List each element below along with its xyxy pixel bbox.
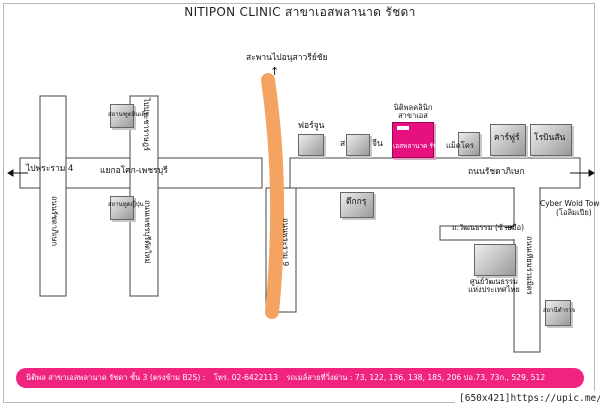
label-clinic-sub: เอสพลานาด รัชดา [393,142,446,150]
label-right-bottom: สถานีตำรวจ [543,307,576,314]
label-pradit-road: ถนนเทียมร่วมมิตร [525,236,534,295]
soi-branch [439,225,515,241]
label-soi-watthanatham: ถ.วัฒนธรรม (ซ้ายมือ) [452,223,524,232]
footer-address: นิติพล สาขาเอสพลานาด รัชดา ชั้น 3 (ตรงข้… [26,373,206,382]
building-chinese-embassy [346,134,370,156]
footer-bar [16,368,584,388]
watermark-url[interactable]: [650x421]https://upic.me/ [455,391,600,406]
building-makro [458,132,480,156]
label-cultural-center: ศูนย์วัฒนธรรมแห่งประเทศไทย [468,277,520,295]
building-right-bottom [545,300,571,326]
building-fortune [298,134,324,156]
label-cyber-world-sub: (โอลิมเปีย) [556,208,592,217]
building-tiktok [340,192,374,218]
label-tiktok: ตึกกรุ [346,197,367,207]
building-cultural-center [474,244,516,276]
page-title: NITIPON CLINIC สาขาเอสพลานาด รัชดา [184,5,416,19]
building-carrefour [490,124,526,156]
clinic-sign-icon [397,126,409,130]
footer-bus: รถเมล์สายที่วิ่งผ่าน : 73, 122, 136, 138… [286,373,546,382]
footer-phone[interactable]: โทร. 02-6422113 [213,373,278,382]
main-road-right [289,157,581,189]
label-left-building-1: สถานฑูตอินเดีย [108,111,149,118]
label-cyber-world: Cyber Wold Tower [540,199,600,208]
clinic-building[interactable] [392,122,434,158]
footer-text: นิติพล สาขาเอสพลานาด รัชดา ชั้น 3 (ตรงข้… [26,372,586,384]
label-robinson: โรบินสัน [534,133,566,143]
building-left-1 [110,104,134,128]
left-vertical-road-1 [39,95,67,297]
label-makro: แม็คโคร [446,141,474,150]
label-carrefour: คาร์ฟูร์ [494,133,520,143]
label-phetchaburi-new: ถนนเพชรบุรีตัดใหม่ [143,200,152,264]
label-left-road-1: ถนนรัชดาภิเษก [50,196,59,246]
left-vertical-road-2 [129,95,159,297]
label-rama9-road: ถนนพระราม 9 [281,218,290,267]
label-bridge-to-victory: สะพานไปอนุสาวรีย์ชัย [246,53,328,63]
label-to-pracharat: ไปประชาราษฎร์ [142,98,151,151]
flyover-bridge [261,73,285,319]
right-arrow-icon: → [504,221,514,234]
label-ratchada-road: ถนนรัชดาภิเษก [468,167,525,177]
map-frame [3,3,595,403]
label-asok-phetchaburi-junction: แยกอโศก-เพชรบุรี [100,166,168,176]
label-fortune: ฟอร์จูน [298,121,325,131]
building-robinson [530,124,572,156]
up-arrow-icon: ↑ [270,65,280,78]
label-to-rama4: ไปพระราม 4 [26,164,74,174]
label-left-building-2: สถานทูตญี่ปุ่น [108,201,144,208]
building-left-2 [110,196,134,220]
